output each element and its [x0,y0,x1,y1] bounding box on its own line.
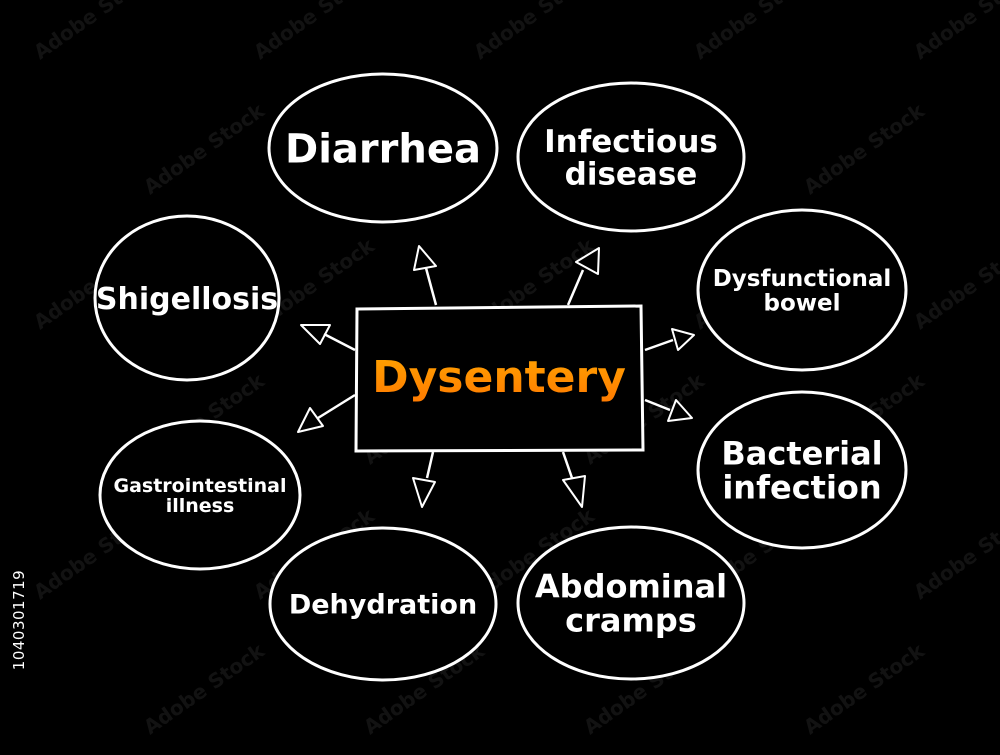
node-label-line: Gastrointestinal [113,475,286,497]
stock-id-label: 1040301719 [6,520,32,720]
watermark-text: Adobe Stock [139,638,269,739]
node-label-line: Abdominal [535,568,727,606]
node-label-line: illness [166,495,235,517]
node-label-line: Diarrhea [285,126,481,172]
watermark-text: Adobe Stock [799,98,929,199]
node-diarrhea: Diarrhea [267,72,499,224]
center-node: Dysentery [354,304,645,453]
arrow-to-bacterial [644,398,693,422]
node-shigellosis: Shigellosis [93,214,281,382]
node-label-dehydration: Dehydration [289,590,477,621]
arrow-to-abdominal [561,451,586,508]
watermark-text: Adobe Stock [689,0,819,64]
watermark-text: Adobe Stock [139,98,269,199]
node-label-line: disease [565,156,698,192]
node-label-diarrhea: Diarrhea [285,126,481,172]
arrow-to-dehydration [412,451,436,508]
node-label-line: Dehydration [289,590,477,621]
node-label-shigellosis: Shigellosis [96,282,278,317]
node-label-line: Shigellosis [96,282,278,317]
watermark-text: Adobe Stock [249,0,379,64]
arrow-to-gastro [297,393,356,433]
node-label-line: Infectious [544,124,718,160]
arrow-to-shigellosis [300,324,356,352]
node-label-line: Dysfunctional [713,266,892,292]
node-label-line: infection [722,468,881,506]
node-label-line: Bacterial [721,435,882,473]
arrow-to-infectious [566,247,600,306]
watermark-text: Adobe Stock [799,638,929,739]
node-label-line: cramps [565,601,697,639]
watermark-text: Adobe Stock [909,233,1000,334]
watermark-text: Adobe Stock [909,503,1000,604]
arrow-to-diarrhea [413,245,438,306]
center-label: Dysentery [372,352,626,403]
arrow-to-dysfunctional [644,328,695,352]
node-label-line: bowel [764,290,841,316]
node-dehydration: Dehydration [268,526,498,682]
watermark-text: Adobe Stock [909,0,1000,64]
watermark-text: Adobe Stock [29,0,159,64]
watermark-text: Adobe Stock [469,0,599,64]
stock-id-text: 1040301719 [10,569,28,671]
